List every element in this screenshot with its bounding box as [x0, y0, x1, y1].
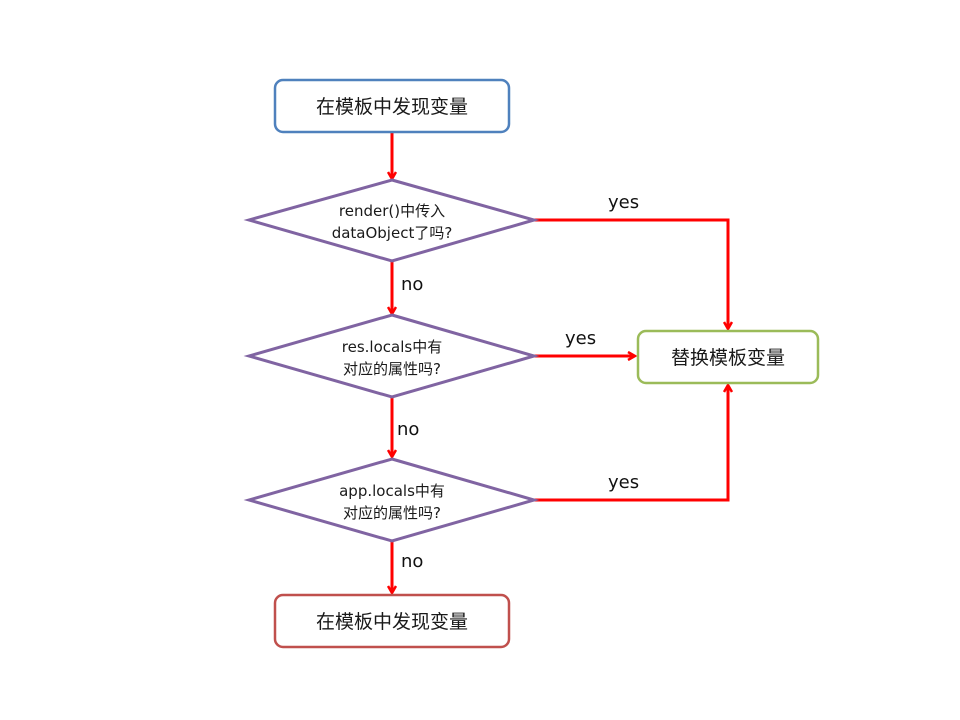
node-start: 在模板中发现变量 [273, 78, 511, 134]
node-replace-label: 替换模板变量 [671, 347, 785, 369]
edge-label-decision1-yes: yes [608, 192, 639, 213]
node-decision3-line1: app.locals中有 [339, 482, 445, 500]
node-decision3-line2: 对应的属性吗? [343, 504, 441, 522]
node-decision2-line1: res.locals中有 [342, 338, 442, 356]
node-decision2: res.locals中有 对应的属性吗? [243, 313, 540, 399]
node-replace: 替换模板变量 [636, 329, 820, 385]
node-end: 在模板中发现变量 [273, 593, 511, 649]
edge-label-decision1-no: no [401, 274, 423, 295]
node-decision3: app.locals中有 对应的属性吗? [243, 457, 540, 543]
node-decision1-line2: dataObject了吗? [332, 224, 453, 242]
node-decision1: render()中传入 dataObject了吗? [243, 178, 540, 263]
edge-decision3-yes [534, 386, 728, 502]
node-start-label: 在模板中发现变量 [316, 96, 468, 118]
edge-label-decision2-no: no [397, 419, 419, 440]
edge-label-decision3-no: no [401, 551, 423, 572]
node-end-label: 在模板中发现变量 [316, 611, 468, 633]
edge-decision1-yes [534, 218, 728, 328]
edge-label-decision3-yes: yes [608, 472, 639, 493]
edges [392, 133, 728, 592]
node-decision2-line2: 对应的属性吗? [343, 360, 441, 378]
edge-label-decision2-yes: yes [565, 328, 596, 349]
node-decision1-line1: render()中传入 [339, 202, 445, 220]
